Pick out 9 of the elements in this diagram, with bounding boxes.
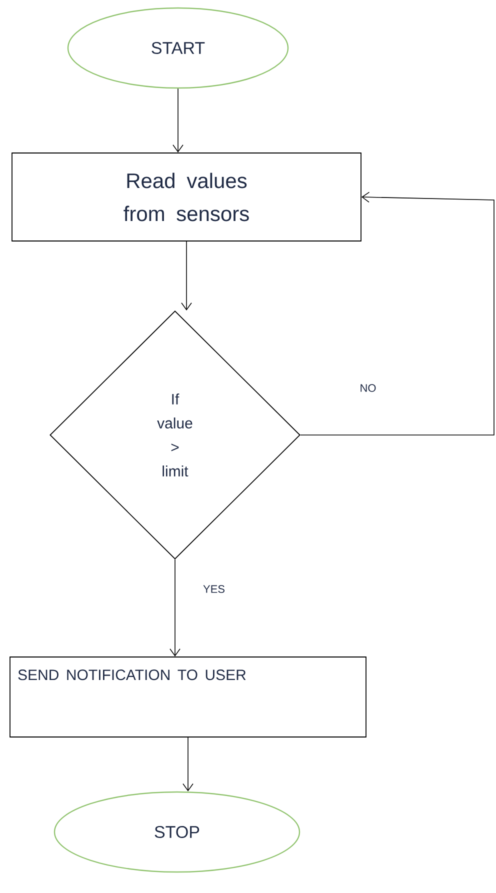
arrow	[181, 241, 192, 311]
arrow	[182, 737, 194, 792]
process-box: Read values from sensors	[12, 152, 362, 242]
process-box: SEND NOTIFICATION TO USER	[10, 656, 366, 738]
edge-label: NO	[358, 383, 378, 393]
edge-label: YES	[202, 584, 226, 594]
arrow	[300, 192, 494, 436]
arrow	[172, 88, 184, 153]
arrow	[170, 559, 180, 657]
